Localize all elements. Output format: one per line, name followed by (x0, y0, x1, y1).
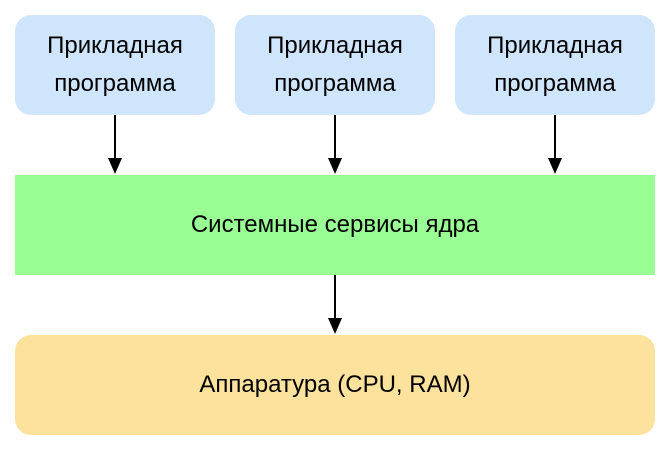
arrow-app2-to-kernel (328, 115, 342, 174)
arrow-app1-to-kernel (108, 115, 122, 174)
kernel-services-label: Системные сервисы ядра (190, 211, 480, 238)
hardware-box: Аппаратура (CPU, RAM) (15, 335, 655, 435)
hardware-label: Аппаратура (CPU, RAM) (199, 371, 471, 398)
arrow-app3-to-kernel (548, 115, 562, 174)
arrow-kernel-to-hardware (328, 275, 342, 334)
kernel-services-box: Системные сервисы ядра (15, 175, 655, 275)
